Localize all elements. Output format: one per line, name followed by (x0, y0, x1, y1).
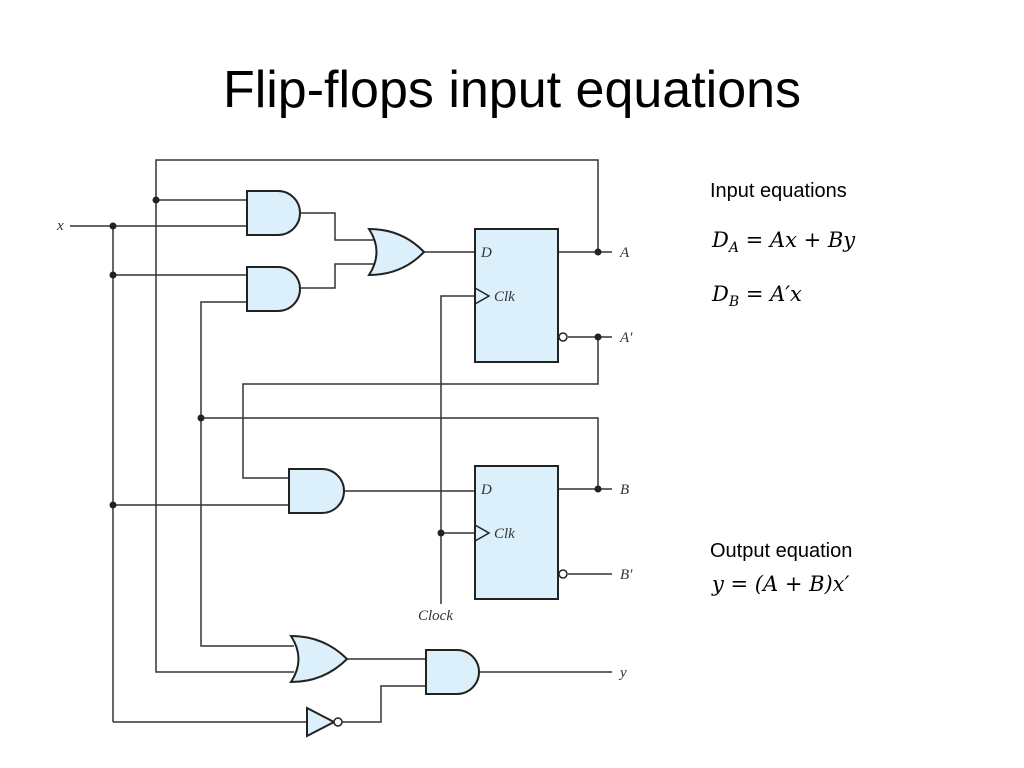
ff-a-clock-triangle (474, 287, 491, 305)
ff-b-clk-label: Clk (494, 526, 515, 542)
a-feedback-wire (155, 159, 599, 673)
inverter-to-and4-wire (342, 685, 428, 723)
b-to-and2-wire (200, 301, 248, 418)
and-gate-ax (246, 190, 301, 236)
a-prime-feedback-wire (242, 337, 599, 479)
a-prime-output-label: A′ (619, 330, 633, 346)
junction-dot (109, 271, 117, 279)
and-gate-a-prime-x (288, 468, 345, 514)
clock-wire (440, 295, 475, 604)
a-output-label: A (619, 245, 630, 261)
and-gate-output-y (425, 649, 480, 695)
equation-da-rhs: = Ax + By (738, 228, 856, 252)
and2-to-or-wire (300, 263, 374, 289)
output-equation-heading: Output equation (710, 540, 853, 562)
junction-dot (594, 485, 602, 493)
junction-dot (109, 222, 117, 230)
or-gate-da (367, 227, 426, 277)
junction-dot (152, 196, 160, 204)
clock-label: Clock (418, 608, 453, 624)
junction-dot (437, 529, 445, 537)
ff-b-clock-triangle (474, 524, 491, 542)
junction-dot (197, 414, 205, 422)
ff-a-clk-label: Clk (494, 289, 515, 305)
equation-y: y = (A + B)x′ (712, 572, 850, 596)
equation-db: DB = A′x (712, 282, 802, 310)
equation-da-lhs: D (712, 228, 729, 252)
inverter-bubble (333, 717, 343, 727)
input-equations-heading: Input equations (710, 180, 847, 202)
b-output-label: B (620, 482, 629, 498)
junction-dot (594, 248, 602, 256)
and-gate-bx (246, 266, 301, 312)
y-output-label: y (618, 665, 627, 681)
equation-db-subscript: B (728, 294, 740, 311)
or-gate-a-plus-b (289, 634, 349, 684)
equation-da-subscript: A (728, 240, 739, 257)
junction-dot (109, 501, 117, 509)
ff-b-inverted-output-bubble (558, 569, 568, 579)
equation-da: DA = Ax + By (712, 228, 855, 256)
ff-a-inverted-output-bubble (558, 332, 568, 342)
junction-dot (594, 333, 602, 341)
equation-db-lhs: D (712, 282, 729, 306)
b-prime-output-label: B′ (620, 567, 633, 583)
inverter-gate (306, 706, 337, 738)
equation-db-rhs: = A′x (739, 282, 802, 306)
ff-a-d-label: D (480, 245, 492, 261)
and1-to-or-wire (300, 212, 374, 241)
ff-b-d-label: D (480, 482, 492, 498)
x-label: x (56, 218, 64, 234)
slide-title: Flip-flops input equations (222, 61, 802, 119)
